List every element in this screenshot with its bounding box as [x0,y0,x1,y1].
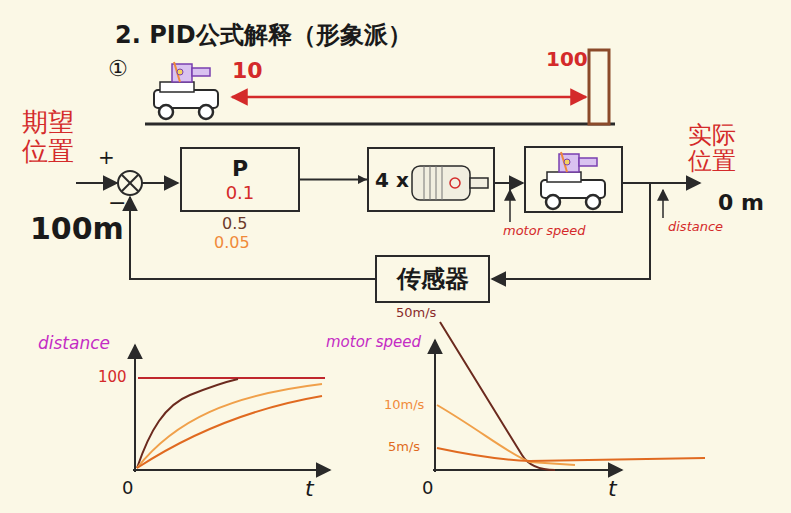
connector [300,175,367,184]
probe-arrow [509,190,511,222]
axis-tick: 50m/s [396,306,436,321]
diagram-title: 2. PID公式解释（形象派） [115,22,412,50]
gain-value: 0.05 [214,234,250,252]
output-wire [622,182,700,184]
wall [589,50,609,124]
ground-line [145,123,615,126]
axis-title: distance [38,334,110,354]
axis-origin: 0 [422,478,433,499]
node-text: 4 x [375,168,409,192]
plant-box [525,147,622,212]
distance-chart [133,345,330,472]
axis-title: t [608,476,617,501]
node-text: P [232,156,248,182]
arrow-head [358,175,367,184]
setpoint-label: 期望 位置 [22,108,82,165]
error-wire [142,182,178,184]
motor-symbol [412,166,488,200]
feedback-return [130,197,375,279]
signal-name: motor speed [503,224,585,239]
distance-value: 10 [232,58,263,83]
controller-box: P0.1 [180,147,300,212]
axis-tick: 10m/s [384,398,424,413]
signal-name: distance [668,220,723,235]
axis-title: motor speed [326,334,421,351]
axis-tick: 5m/s [388,440,420,455]
connector-line [300,179,367,181]
plus-sign: + [98,146,115,169]
speed-chart [433,322,705,472]
setpoint-value: 100m [30,212,124,247]
output-label: 实际 位置 [688,122,743,175]
sensor-box: 传感器 [375,255,490,303]
input-wire [76,182,117,184]
wall-position: 100 [546,48,588,71]
node-text: 0.1 [226,182,255,204]
callout-number: ① [108,56,128,81]
probe-arrow [662,190,664,218]
axis-origin: 0 [122,478,133,499]
plant-car [541,152,605,209]
distance-arrow [232,96,586,99]
speed-wire [495,182,523,184]
feedback-wire [492,183,650,279]
output-value: 0 m [718,190,764,215]
axis-title: t [305,476,314,501]
top-car [154,62,218,119]
gain-value: 0.5 [222,215,247,233]
actuator-box: 4 x [367,147,495,212]
axis-tick: 100 [98,369,127,386]
node-text: 传感器 [397,265,469,294]
